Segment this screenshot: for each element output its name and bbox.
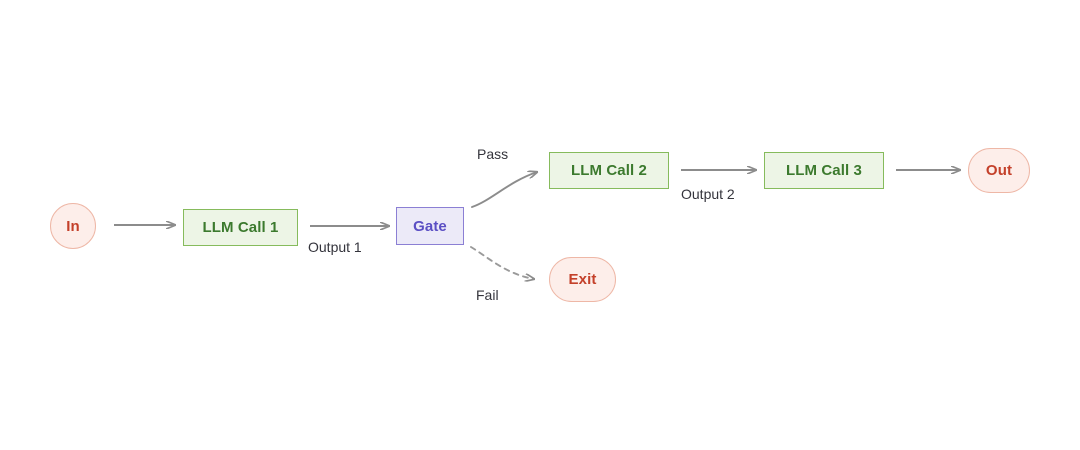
node-out-label: Out (985, 162, 1013, 179)
node-exit[interactable]: Exit (549, 257, 616, 302)
edge-gate-to-exit (470, 246, 534, 279)
node-llm-call-1-label: LLM Call 1 (202, 219, 279, 236)
node-gate-label: Gate (413, 217, 447, 235)
node-llm-call-3[interactable]: LLM Call 3 (764, 152, 884, 189)
edge-label-output-1: Output 1 (308, 239, 362, 255)
node-exit-label: Exit (568, 271, 597, 288)
edge-label-output-2: Output 2 (681, 186, 735, 202)
edge-label-pass: Pass (477, 146, 509, 162)
node-gate[interactable]: Gate (396, 207, 464, 245)
node-in-label: In (66, 217, 80, 235)
node-llm-call-2-label: LLM Call 2 (570, 162, 647, 179)
edge-gate-to-llm2 (471, 172, 537, 208)
edge-label-fail: Fail (476, 287, 499, 303)
node-in[interactable]: In (50, 203, 96, 249)
node-llm-call-2[interactable]: LLM Call 2 (549, 152, 669, 189)
node-out[interactable]: Out (968, 148, 1030, 193)
node-llm-call-1[interactable]: LLM Call 1 (183, 209, 298, 246)
node-llm-call-3-label: LLM Call 3 (785, 162, 862, 179)
